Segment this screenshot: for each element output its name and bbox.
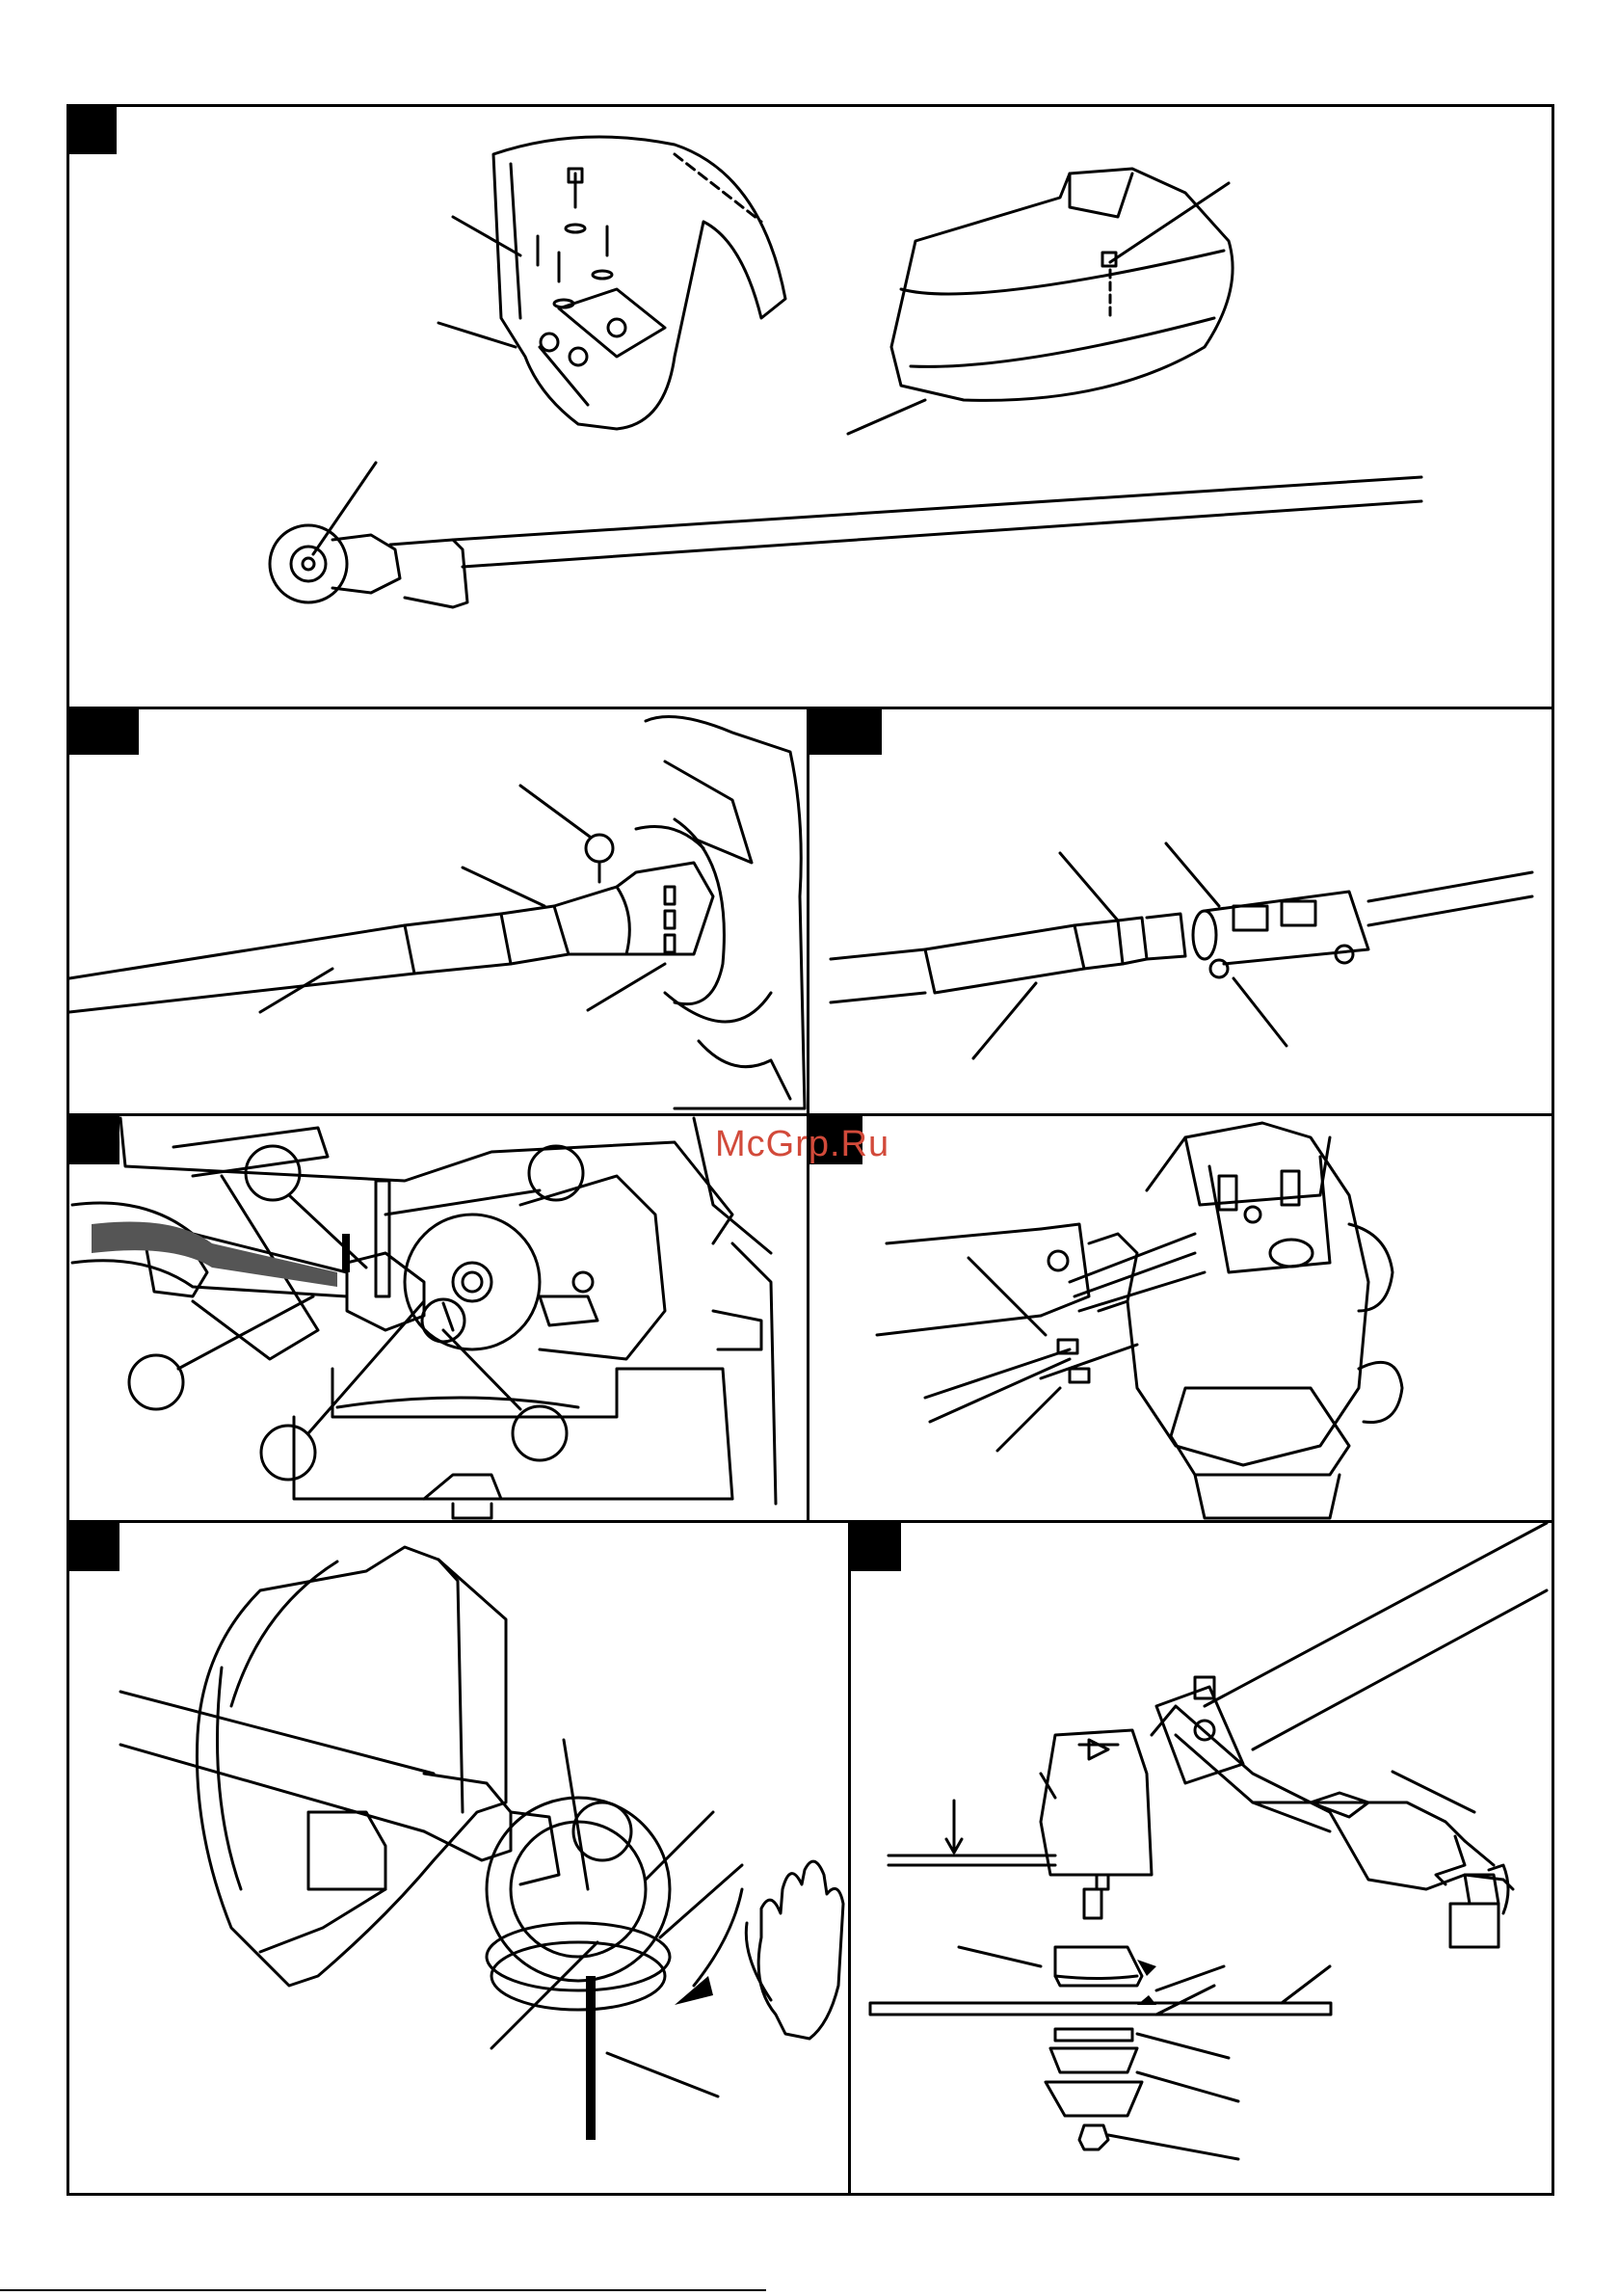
panel-4-drawing: [72, 1118, 776, 1518]
panel-3-drawing: [831, 843, 1532, 1058]
watermark-text: McGrp.Ru: [715, 1124, 889, 1165]
panel-6-drawing: [120, 1547, 843, 2096]
footer-rule: [0, 2289, 766, 2291]
trimmer-line: [586, 1976, 596, 2140]
panel-5-drawing: [877, 1123, 1402, 1518]
panel-7-drawing: [870, 1523, 1547, 2159]
rotation-arrow-head: [675, 1976, 713, 2005]
panel-2-drawing: [69, 717, 805, 1108]
panel-1-drawing: [270, 137, 1421, 607]
